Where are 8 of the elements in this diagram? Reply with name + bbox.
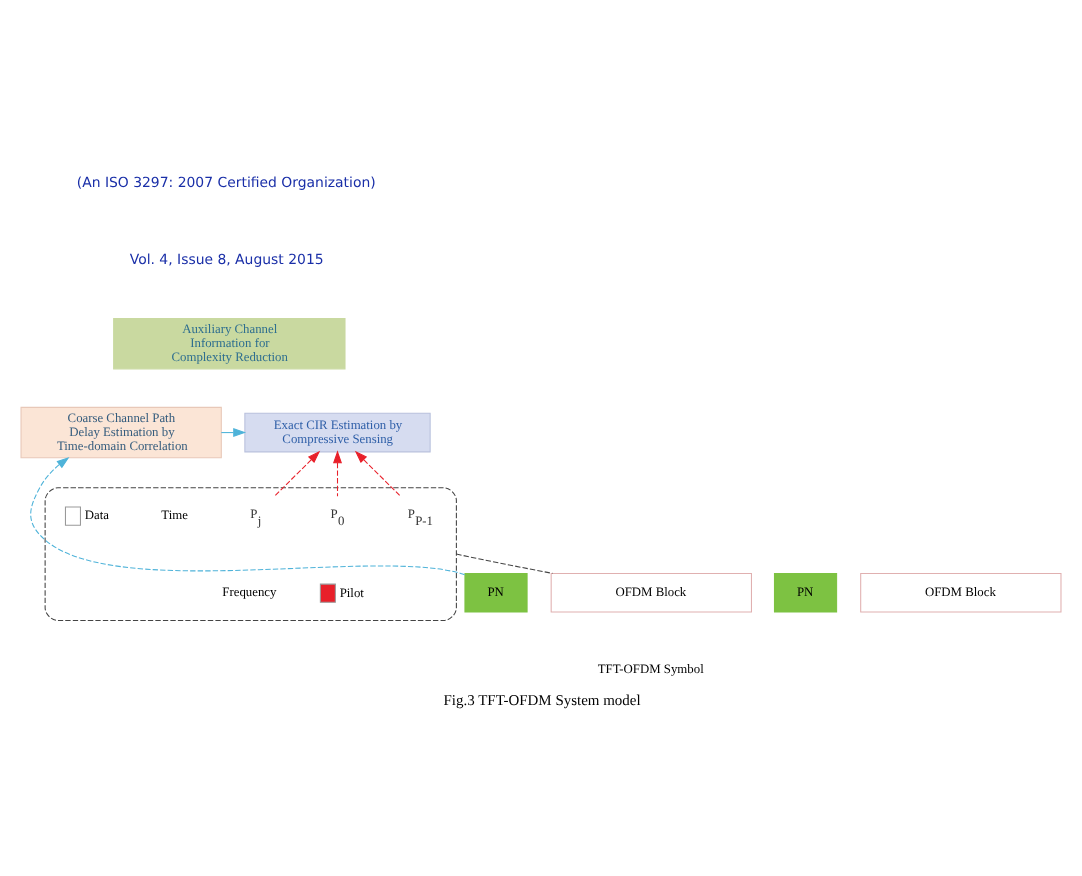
arrow [30,455,466,575]
arrow [333,449,342,496]
arrow [220,427,247,437]
arrow [354,449,402,496]
caption: Fig.3 TFT-OFDM System model [443,690,641,709]
connector [455,552,553,573]
cluster [44,486,457,621]
arrow [273,449,321,496]
